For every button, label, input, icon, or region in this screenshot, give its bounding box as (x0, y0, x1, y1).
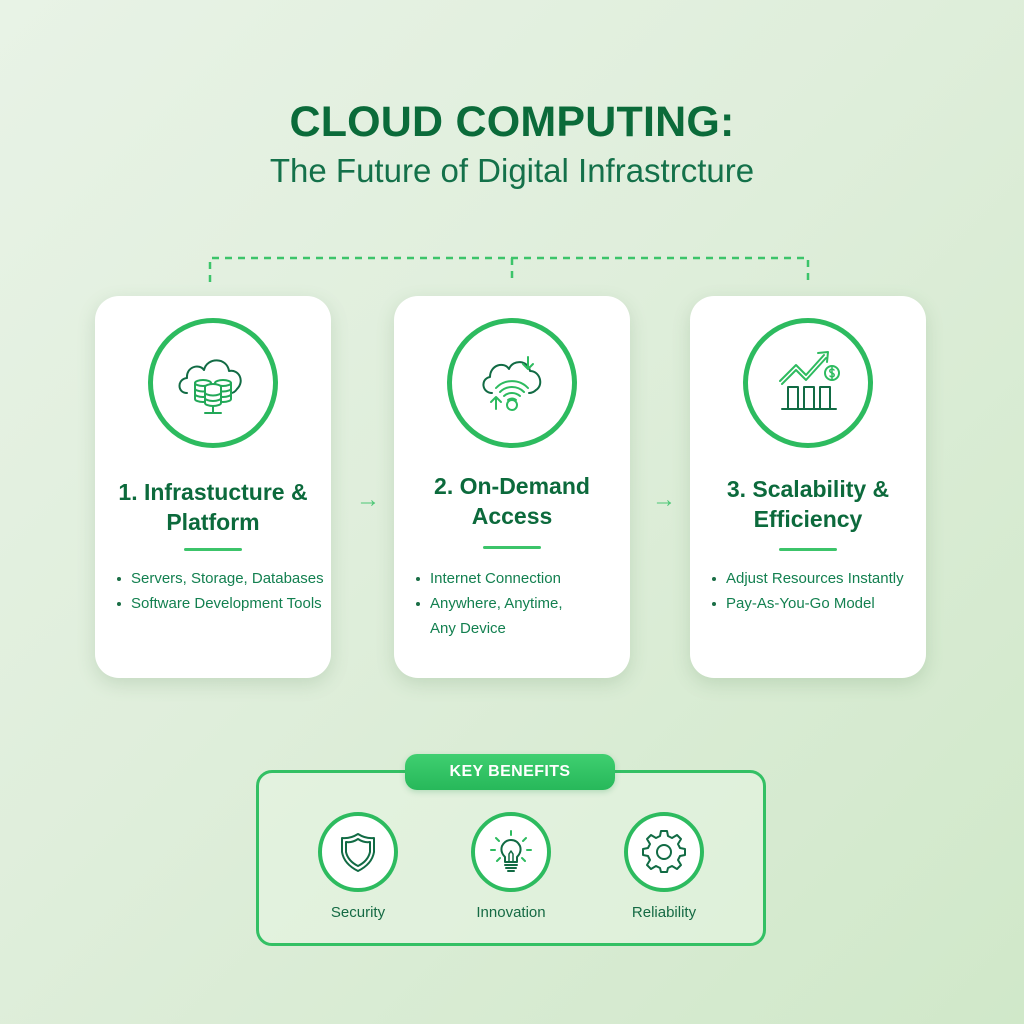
list-item: Software Development Tools (117, 591, 331, 616)
cloud-wifi-sync-icon (482, 356, 542, 411)
arrow-right-icon: → (652, 486, 676, 513)
gear-icon (642, 830, 686, 873)
card-infrastructure-platform: 1. Infrastucture & Platform Servers, Sto… (95, 296, 331, 678)
cloud-database-icon (178, 359, 242, 414)
card-scalability-efficiency: 3. Scalability & Efficiency Adjust Resou… (690, 296, 926, 678)
icon-ring (743, 318, 873, 448)
benefit-label: Innovation (476, 904, 546, 921)
list-item: Adjust Resources Instantly (712, 566, 926, 591)
divider (779, 548, 837, 551)
bullet-list: Servers, Storage, Databases Software Dev… (95, 566, 331, 616)
card-on-demand-access: 2. On-Demand Access Internet Connection … (394, 296, 630, 678)
benefit-reliability: Reliability (604, 812, 724, 921)
list-item: Internet Connection (416, 566, 630, 591)
dashed-connector (208, 256, 810, 282)
arrow-right-icon: → (356, 486, 380, 513)
benefit-label: Reliability (631, 904, 697, 921)
list-item: Anywhere, Anytime, (416, 591, 630, 616)
growth-chart-dollar-icon (779, 351, 840, 410)
list-item: Servers, Storage, Databases (117, 566, 331, 591)
divider (184, 548, 242, 551)
card-title: 3. Scalability & Efficiency (726, 476, 890, 532)
benefit-innovation: Innovation (451, 812, 571, 921)
card-title: 2. On-Demand Access (434, 473, 590, 529)
page-subtitle: The Future of Digital Infrastrcture (269, 152, 755, 189)
page-title: CLOUD COMPUTING: (289, 98, 735, 146)
benefit-security: Security (298, 812, 418, 921)
lightbulb-icon (490, 830, 532, 872)
benefit-label: Security (330, 904, 386, 921)
icon-ring (148, 318, 278, 448)
list-item: Pay-As-You-Go Model (712, 591, 926, 616)
shield-icon (341, 833, 375, 872)
list-item: Any Device (430, 620, 506, 637)
bullet-list: Internet Connection Anywhere, Anytime, A… (394, 566, 630, 641)
card-title: 1. Infrastucture & Platform (118, 479, 308, 535)
divider (483, 546, 541, 549)
bullet-list: Adjust Resources Instantly Pay-As-You-Go… (690, 566, 926, 616)
icon-ring (447, 318, 577, 448)
key-benefits-heading: KEY BENEFITS (405, 754, 615, 790)
